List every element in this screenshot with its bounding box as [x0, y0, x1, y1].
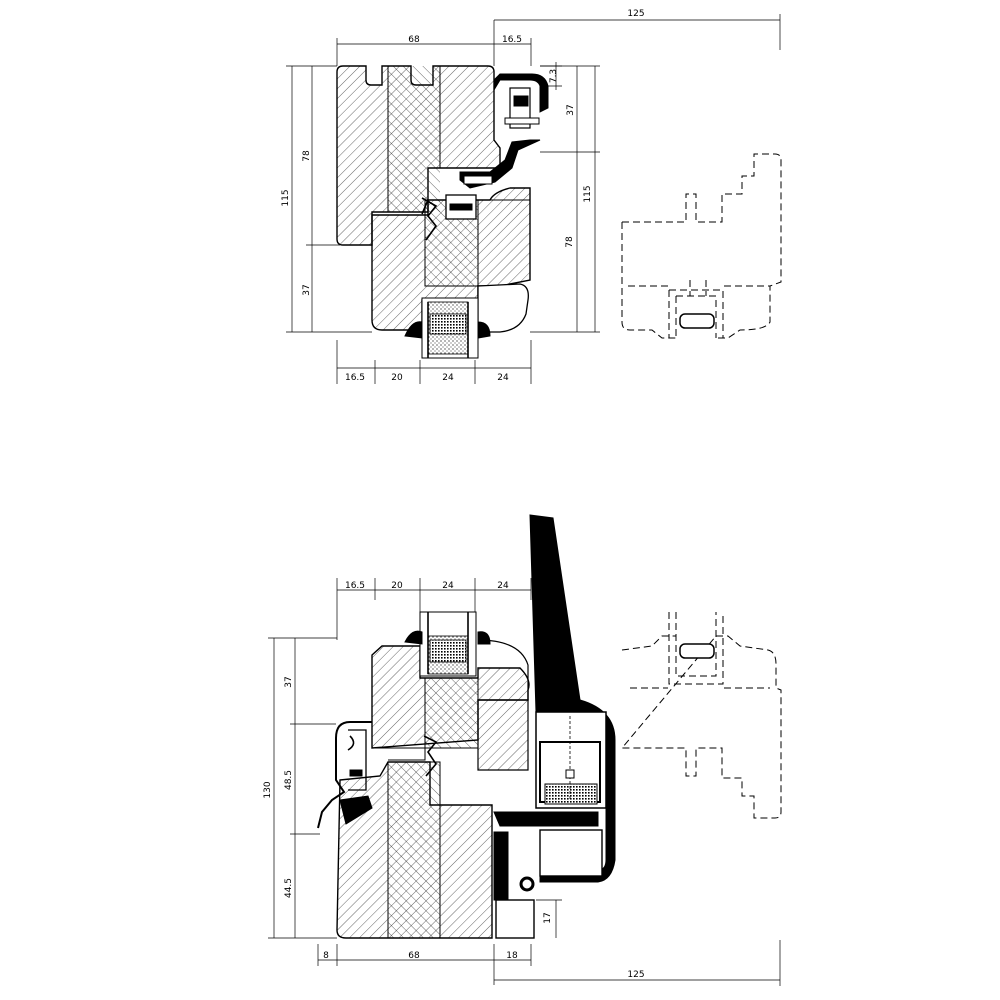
dim-bottom-bottom-mid: 68: [408, 951, 420, 961]
dim-top-bottom-2: 20: [391, 373, 403, 383]
dim-bottom-left-upper: 37: [284, 676, 294, 687]
dim-bottom-top-1: 16.5: [345, 581, 365, 591]
top-frame-wood: [371, 187, 531, 331]
dim-top-left-lower: 37: [302, 284, 312, 295]
top-sash-wood: [336, 65, 501, 246]
dim-top-bottom-1: 16.5: [345, 373, 365, 383]
dim-top-left-upper: 78: [302, 150, 312, 162]
dim-top-right-lower: 78: [565, 236, 575, 248]
dim-top-upper-right: 37: [566, 104, 576, 115]
dim-top-bottom-4: 24: [497, 373, 509, 383]
top-section: [336, 65, 782, 359]
dim-bottom-left-middle: 48.5: [284, 770, 294, 790]
bottom-drip-profile: [317, 721, 373, 829]
bottom-dashed-outline: [620, 612, 782, 819]
dimension-lines: [268, 14, 781, 986]
dim-bottom-top-3: 24: [442, 581, 454, 591]
top-dashed-outline: [621, 153, 782, 339]
dim-top-overall-width: 125: [627, 9, 644, 19]
dim-top-clip: 7.3: [549, 69, 559, 83]
dimension-labels: 125 68 16.5 7.3 37 115 78 115 78 37 16.5…: [263, 9, 645, 980]
dim-top-bead: 16.5: [502, 35, 522, 45]
dim-top-bottom-3: 24: [442, 373, 454, 383]
dim-bottom-left-overall: 130: [263, 781, 273, 798]
dim-top-right-overall: 115: [583, 185, 593, 202]
bottom-frame-wood: [371, 639, 530, 771]
bottom-aluminium-cladding: [493, 514, 616, 939]
dim-top-sash-width: 68: [408, 35, 420, 45]
dim-bottom-bottom-left: 8: [323, 951, 329, 961]
bottom-seal: [423, 735, 438, 777]
top-drip-profile: [477, 283, 529, 333]
dim-bottom-top-4: 24: [497, 581, 509, 591]
dim-bottom-overall-width: 125: [627, 970, 644, 980]
dim-bottom-right-small: 17: [543, 912, 553, 923]
top-metal-clip: [459, 73, 549, 189]
top-glass-unit: [404, 297, 491, 359]
bottom-section: [317, 514, 782, 939]
bottom-sill-wood: [336, 761, 493, 939]
top-seal: [421, 197, 438, 241]
dim-bottom-top-2: 20: [391, 581, 403, 591]
dim-top-left-overall: 115: [281, 189, 291, 206]
dim-bottom-left-lower: 44.5: [284, 878, 294, 898]
dim-bottom-bottom-right: 18: [506, 951, 518, 961]
bottom-glass-unit: [404, 611, 491, 677]
